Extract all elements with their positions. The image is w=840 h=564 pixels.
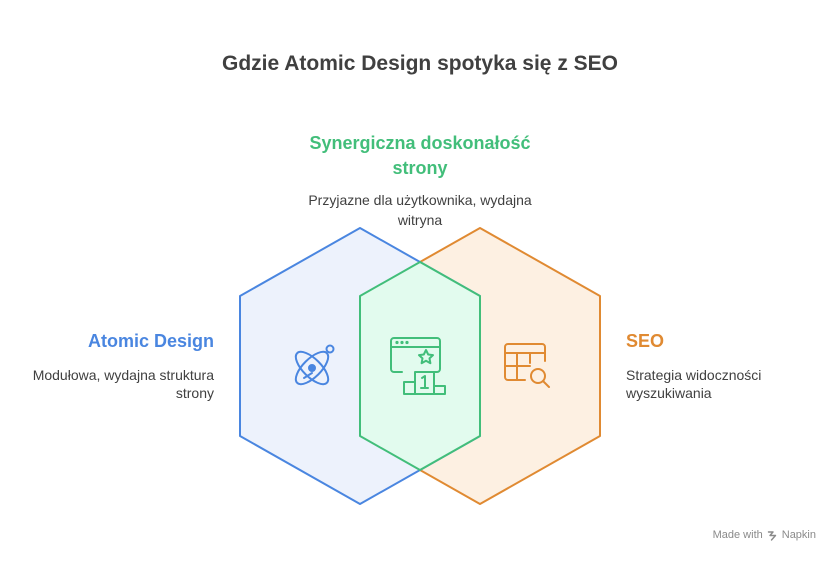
- diagram-title: Gdzie Atomic Design spotyka się z SEO: [222, 52, 618, 75]
- synergy-heading: Synergiczna doskonałość strony: [309, 133, 531, 178]
- seo-description: Strategia widoczności wyszukiwania: [626, 367, 762, 401]
- watermark-prefix: Made with: [712, 529, 763, 541]
- atom-icon: [294, 344, 335, 386]
- atomic-design-description: Modułowa, wydajna struktura strony: [32, 367, 214, 401]
- synergy-description: Przyjazne dla użytkownika, wydajna witry…: [308, 192, 532, 228]
- napkin-logo-icon: [767, 530, 776, 541]
- watermark-brand: Napkin: [781, 529, 816, 541]
- seo-heading: SEO: [626, 331, 665, 351]
- website-podium-star-icon: [390, 337, 446, 395]
- atomic-design-heading: Atomic Design: [87, 331, 214, 351]
- synergy-overlap-hexagon: [359, 261, 481, 471]
- table-search-icon: [504, 343, 550, 388]
- made-with-napkin-watermark[interactable]: Made with Napkin: [713, 529, 816, 541]
